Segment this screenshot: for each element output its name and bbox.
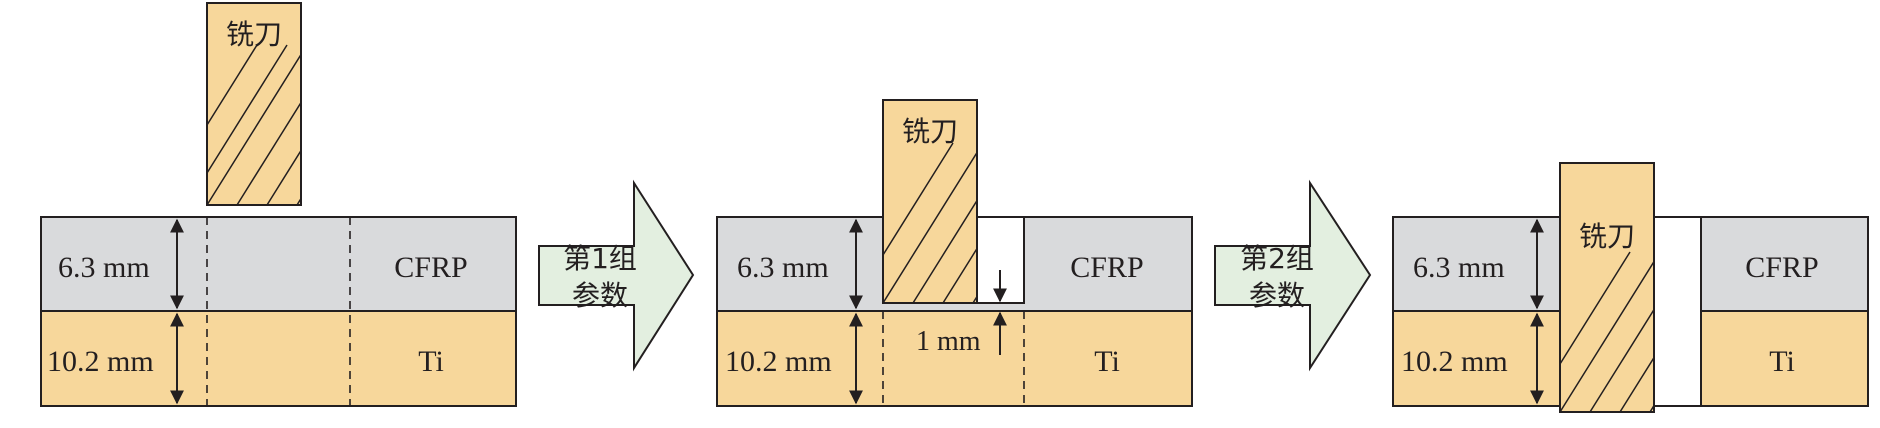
depth-label: 1 mm: [916, 326, 981, 357]
panel-second-pass: 铣刀 6.3 mm 10.2 mm CFRP Ti: [1392, 162, 1869, 413]
ti-thickness-label: 10.2 mm: [725, 345, 832, 378]
ti-layer: [716, 310, 1193, 407]
step-arrow-1: 第1组 参数: [538, 179, 695, 372]
through-slot: [1653, 216, 1702, 407]
step-arrow-2: 第2组 参数: [1214, 179, 1372, 372]
cfrp-thickness-label: 6.3 mm: [737, 251, 829, 284]
step-arrow-1-line1: 第1组: [563, 242, 637, 275]
cfrp-label: CFRP: [394, 251, 467, 284]
ti-thickness-label: 10.2 mm: [1401, 345, 1508, 378]
cfrp-thickness-label: 6.3 mm: [58, 251, 150, 284]
cfrp-label: CFRP: [1745, 251, 1818, 284]
ti-label: Ti: [418, 345, 444, 378]
panel-first-pass: 铣刀 1 mm 6.3 mm 10.2 mm CFRP Ti: [716, 99, 1193, 407]
cutter-hatch: [207, 44, 301, 205]
panel-initial: 铣刀 6.3 mm 10.2 mm CFRP Ti: [40, 2, 517, 407]
cutter-label: 铣刀: [1579, 220, 1635, 253]
cutter-label: 铣刀: [226, 18, 282, 51]
ti-label: Ti: [1769, 345, 1795, 378]
cutter-hatch: [883, 142, 977, 303]
cfrp-thickness-label: 6.3 mm: [1413, 251, 1505, 284]
cfrp-label: CFRP: [1070, 251, 1143, 284]
ti-label: Ti: [1094, 345, 1120, 378]
milling-cutter: [882, 99, 978, 304]
cfrp-layer: [40, 216, 517, 312]
step-arrow-2-line2: 参数: [1249, 279, 1305, 312]
step-arrow-2-line1: 第2组: [1240, 242, 1314, 275]
step-arrow-1-line2: 参数: [572, 279, 628, 312]
cutter-label: 铣刀: [902, 115, 958, 148]
cutter-hatch: [1560, 251, 1654, 412]
ti-thickness-label: 10.2 mm: [47, 345, 154, 378]
ti-layer: [40, 310, 517, 407]
